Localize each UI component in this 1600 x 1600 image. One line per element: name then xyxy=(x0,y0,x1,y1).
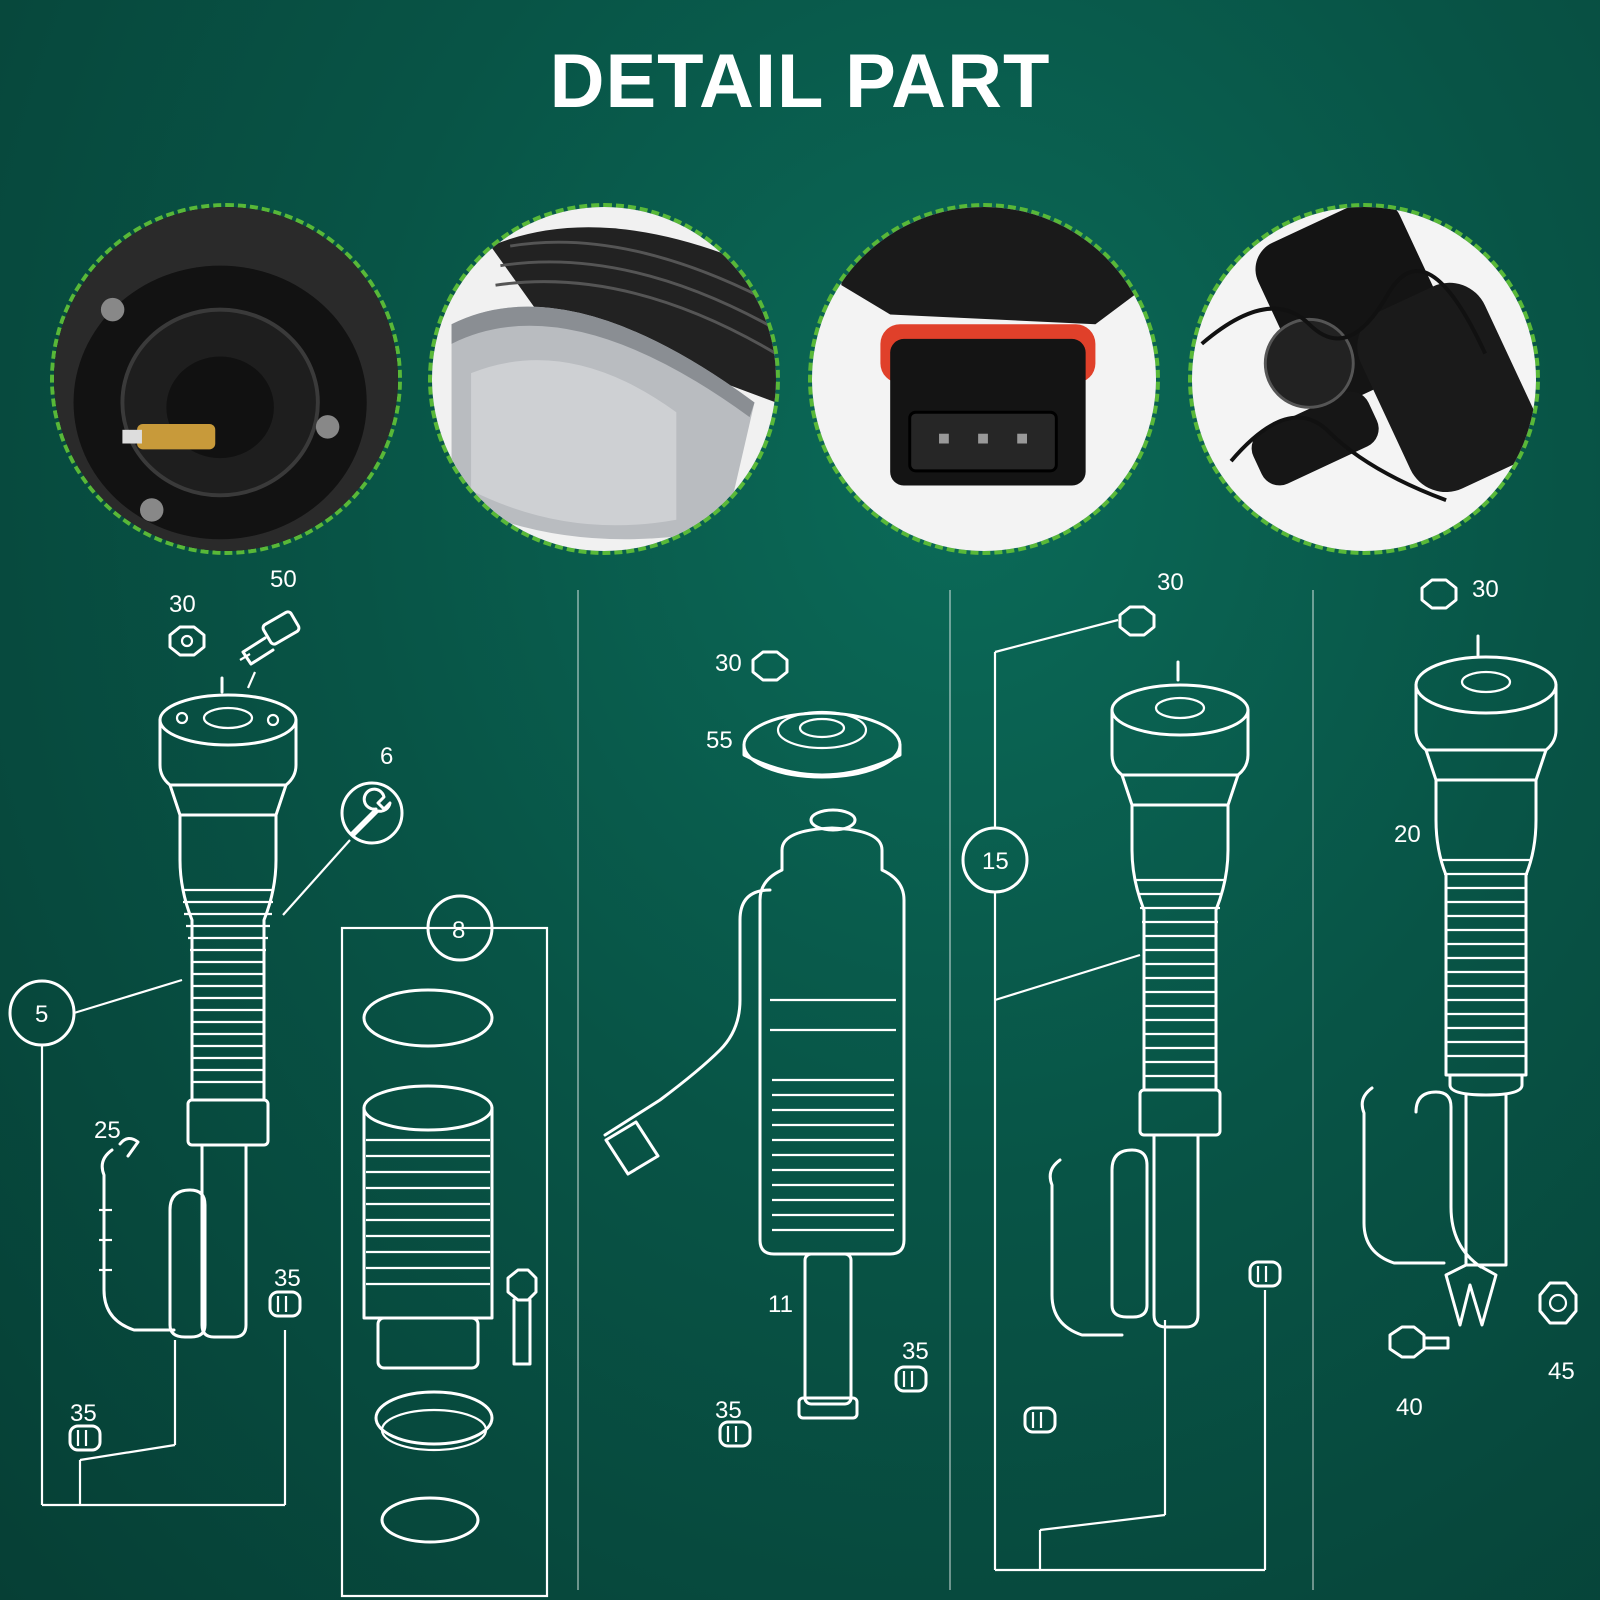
wrench-icon xyxy=(340,781,404,845)
shock-absorber-body xyxy=(603,808,906,1420)
callout-45: 45 xyxy=(1548,1358,1575,1385)
electrical-connector-photo xyxy=(808,203,1160,555)
callout-6: 6 xyxy=(380,743,393,770)
air-bellows-sleeve-photo xyxy=(428,203,780,555)
bolt-icon xyxy=(1388,1325,1450,1359)
callout-15: 15 xyxy=(982,848,1009,875)
callout-30: 30 xyxy=(1472,576,1499,603)
air-strut-assembly xyxy=(1048,660,1250,1337)
callout-5: 5 xyxy=(35,1001,48,1028)
callout-25: 25 xyxy=(94,1117,121,1144)
panel-1-front-air-strut xyxy=(8,610,549,1598)
plug-icon xyxy=(68,1424,102,1452)
plug-icon xyxy=(1023,1406,1057,1434)
plug-icon xyxy=(894,1365,928,1393)
page-title: DETAIL PART xyxy=(549,39,1051,124)
callout-35: 35 xyxy=(715,1397,742,1424)
air-strut-assembly xyxy=(158,676,298,1339)
callout-20: 20 xyxy=(1394,821,1421,848)
plug-icon xyxy=(718,1420,752,1448)
shock-top-mount-photo xyxy=(50,203,402,555)
callout-50: 50 xyxy=(270,566,297,593)
callout-40: 40 xyxy=(1396,1394,1423,1421)
exploded-parts-diagram: 30 50 6 5 8 25 35 35 30 55 11 35 35 30 1… xyxy=(8,566,1578,1598)
nut-icon xyxy=(1538,1281,1578,1325)
callout-35: 35 xyxy=(902,1338,929,1365)
callout-8: 8 xyxy=(452,917,465,944)
panel-4-air-strut xyxy=(1360,578,1578,1359)
callout-11: 11 xyxy=(768,1291,793,1318)
nut-icon xyxy=(751,650,789,682)
nut-icon xyxy=(168,625,206,657)
sensor-cable xyxy=(100,1148,176,1332)
callout-55: 55 xyxy=(706,727,733,754)
valve-icon xyxy=(239,610,301,666)
nut-icon xyxy=(1420,578,1458,610)
air-strut-assembly xyxy=(1360,634,1558,1327)
plug-icon xyxy=(1248,1260,1282,1288)
nut-icon xyxy=(1118,605,1156,637)
repair-kit-box xyxy=(340,926,549,1598)
plug-icon xyxy=(268,1290,302,1318)
callout-8-circle xyxy=(426,894,494,962)
callout-30: 30 xyxy=(1157,569,1184,596)
callout-35: 35 xyxy=(274,1265,301,1292)
panel-2-shock-absorber xyxy=(603,650,928,1448)
callout-30: 30 xyxy=(169,591,196,618)
top-mount-plate xyxy=(742,710,902,779)
panel-3-air-strut xyxy=(961,605,1282,1572)
shock-lower-wiring-photo xyxy=(1188,203,1540,555)
callout-30: 30 xyxy=(715,650,742,677)
callout-35: 35 xyxy=(70,1400,97,1427)
